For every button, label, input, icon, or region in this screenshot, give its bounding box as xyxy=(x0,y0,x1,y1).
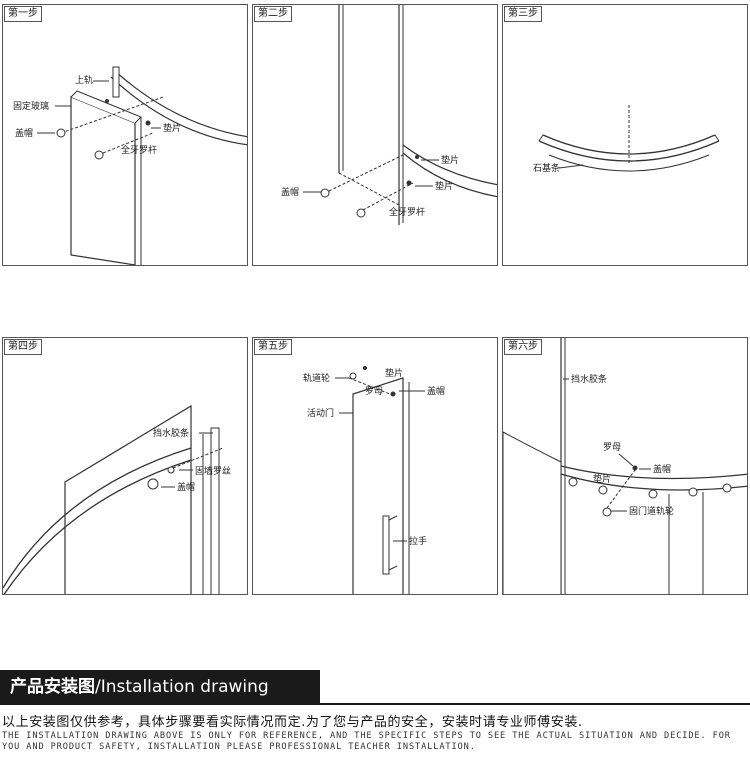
step-2-drawing: 垫片 垫片 盖帽 全牙罗杆 xyxy=(281,5,497,225)
step-1-panel: 第一步 上轨 固定玻璃 盖帽 垫片 全牙罗杆 xyxy=(2,4,248,266)
installation-drawing-banner: 产品安装图/Installation drawing xyxy=(0,670,320,704)
step-4-panel: 第四步 挡水胶条 固墙罗丝 盖帽 xyxy=(2,337,248,595)
step-5-label-wheel: 轨道轮 xyxy=(303,372,330,384)
step-1-label-rail: 上轨 xyxy=(75,74,93,86)
step-1-label-washer: 垫片 xyxy=(163,122,181,134)
step-3-label-strip: 石基条 xyxy=(533,162,560,174)
step-2-label-washer-top: 垫片 xyxy=(441,154,459,166)
step-2-tag: 第二步 xyxy=(254,6,292,22)
step-5-label-cap: 盖帽 xyxy=(427,385,445,397)
step-5-panel: 第五步 轨道轮 垫片 罗母 盖帽 活动门 拉手 xyxy=(252,337,498,595)
step-4-drawing: 挡水胶条 固墙罗丝 盖帽 xyxy=(3,404,231,594)
step-6-label-washer: 垫片 xyxy=(593,473,611,485)
english-notice: THE INSTALLATION DRAWING ABOVE IS ONLY F… xyxy=(2,731,731,752)
step-5-label-nut: 罗母 xyxy=(365,386,383,397)
step-6-tag: 第六步 xyxy=(504,339,542,355)
chinese-notice: 以上安装图仅供参考，具体步骤要看实际情况而定.为了您与产品的安全，安装时请专业师… xyxy=(2,715,583,730)
step-4-label-cap: 盖帽 xyxy=(177,481,195,493)
step-2-label-washer-bottom: 垫片 xyxy=(435,180,453,192)
step-5-label-door: 活动门 xyxy=(307,407,334,419)
step-5-label-handle: 拉手 xyxy=(409,535,427,547)
step-1-label-rod: 全牙罗杆 xyxy=(121,144,157,156)
step-5-drawing: 轨道轮 垫片 罗母 盖帽 活动门 拉手 xyxy=(303,366,445,594)
step-6-panel: 第六步 挡水胶条 罗母 盖帽 垫片 固门道轨轮 xyxy=(502,337,748,595)
step-3-panel: 第三步 石基条 xyxy=(502,4,748,266)
step-2-label-cap: 盖帽 xyxy=(281,186,299,198)
step-2-label-rod: 全牙罗杆 xyxy=(389,206,425,218)
step-1-drawing: 上轨 固定玻璃 盖帽 垫片 全牙罗杆 xyxy=(13,66,247,265)
step-1-tag: 第一步 xyxy=(4,6,42,22)
step-1-label-cap: 盖帽 xyxy=(15,127,33,139)
step-4-label-screw: 固墙罗丝 xyxy=(195,465,231,477)
banner-rule xyxy=(0,703,750,705)
step-6-label-cap: 盖帽 xyxy=(653,463,671,475)
step-6-drawing: 挡水胶条 罗母 盖帽 垫片 固门道轨轮 xyxy=(503,338,747,594)
step-6-label-nut: 罗母 xyxy=(603,442,621,453)
step-4-label-seal: 挡水胶条 xyxy=(153,427,189,439)
step-4-tag: 第四步 xyxy=(4,339,42,355)
step-2-panel: 第二步 垫片 垫片 盖帽 全牙罗杆 xyxy=(252,4,498,266)
step-5-tag: 第五步 xyxy=(254,339,292,355)
step-5-label-washer: 垫片 xyxy=(385,367,403,379)
step-3-drawing: 石基条 xyxy=(533,105,720,174)
step-6-label-seal: 挡水胶条 xyxy=(571,373,607,385)
step-6-label-wheel: 固门道轨轮 xyxy=(629,505,674,517)
banner-title-en: /Installation drawing xyxy=(95,677,269,697)
banner-title-cn: 产品安装图 xyxy=(10,677,95,697)
step-3-tag: 第三步 xyxy=(504,6,542,22)
step-1-label-glass: 固定玻璃 xyxy=(13,100,49,112)
